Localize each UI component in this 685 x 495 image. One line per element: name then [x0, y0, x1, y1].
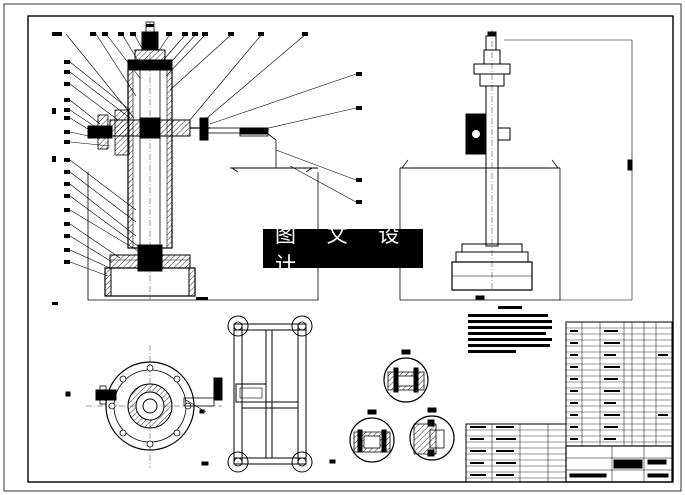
seal-detail-views [349, 349, 455, 463]
frame-top-view [227, 315, 336, 473]
drawing-border [3, 3, 682, 492]
sectional-front-view [52, 21, 362, 305]
title-block [565, 445, 673, 483]
side-view [399, 30, 633, 301]
watermark: 图 文 设 计 [263, 223, 423, 277]
technical-requirements [468, 306, 552, 353]
plan-view [65, 345, 223, 468]
